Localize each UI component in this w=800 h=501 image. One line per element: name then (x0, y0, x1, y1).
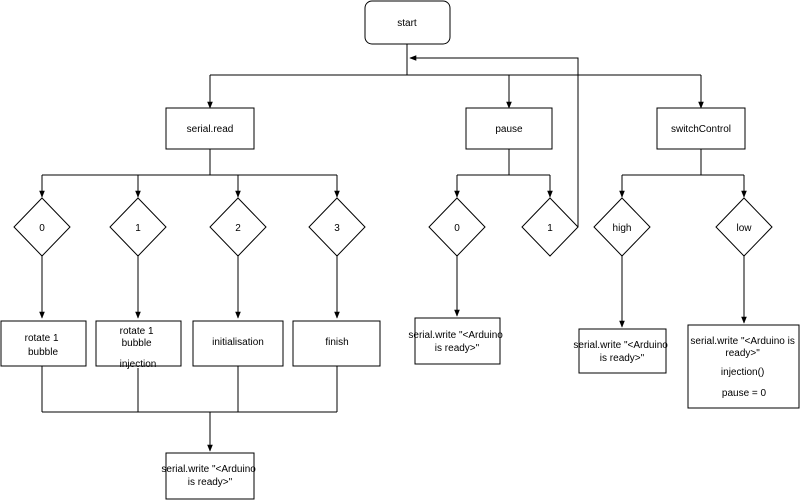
node-rotate-bubble-injection-label: rotate 1 bubble injection (120, 326, 157, 370)
node-serial-write-low-line-2: ready>" (725, 348, 760, 359)
node-initialisation-label: initialisation (212, 337, 264, 348)
decision-case-3: 3 (308, 197, 366, 257)
node-rotate-bubble-injection-line-2: bubble (122, 338, 152, 349)
decision-case-2-label: 2 (235, 223, 241, 234)
decision-pause-1: 1 (521, 197, 579, 257)
node-serial-write-pause-line-2: is ready>" (435, 343, 480, 354)
node-serial-write-high-label: serial.write "<Arduino is ready>" (573, 340, 670, 364)
decision-high-label: high (613, 223, 632, 234)
node-serial-write-pause: serial.write "<Arduino is ready>" (408, 317, 505, 365)
node-serial-write-pause-label: serial.write "<Arduino is ready>" (408, 330, 505, 354)
node-rotate-bubble-line-1: rotate 1 (25, 333, 59, 344)
node-switch-control: switchControl (656, 107, 746, 150)
node-serial-write-high-line-1: serial.write "<Arduino (573, 340, 668, 351)
decision-pause-0: 0 (428, 197, 486, 257)
decision-case-1-label: 1 (135, 223, 141, 234)
node-serial-write-bottom-line-1: serial.write "<Arduino (161, 464, 256, 475)
node-rotate-bubble: rotate 1 bubble (0, 320, 87, 367)
node-serial-write-low-line-1: serial.write "<Arduino is (690, 336, 794, 347)
node-pause: pause (465, 107, 553, 150)
node-serial-write-low: serial.write "<Arduino is ready>" inject… (687, 324, 800, 409)
node-finish-label: finish (325, 337, 348, 348)
edge-pause-1-loop-to-start (409, 55, 579, 227)
decision-low: low (715, 197, 773, 257)
node-serial-write-low-label: serial.write "<Arduino is ready>" inject… (690, 336, 797, 399)
node-serial-read: serial.read (165, 107, 255, 150)
node-pause-label: pause (495, 124, 523, 135)
node-serial-write-bottom-line-2: is ready>" (188, 477, 233, 488)
node-rotate-bubble-injection: rotate 1 bubble injection (95, 320, 182, 370)
node-serial-write-bottom: serial.write "<Arduino is ready>" (161, 452, 258, 500)
decision-case-0-label: 0 (39, 223, 45, 234)
node-serial-write-high: serial.write "<Arduino is ready>" (573, 328, 670, 374)
node-serial-read-label: serial.read (187, 124, 234, 135)
node-serial-write-high-line-2: is ready>" (600, 353, 645, 364)
node-rotate-bubble-label: rotate 1 bubble (25, 333, 62, 358)
node-rotate-bubble-injection-line-1: rotate 1 (120, 326, 154, 337)
node-serial-write-pause-line-1: serial.write "<Arduino (408, 330, 503, 341)
decision-case-0: 0 (13, 197, 71, 257)
decision-high: high (593, 197, 651, 257)
node-serial-write-bottom-label: serial.write "<Arduino is ready>" (161, 464, 258, 488)
edges (39, 44, 747, 452)
node-serial-write-low-line-4: pause = 0 (722, 388, 767, 399)
node-start-label: start (397, 18, 417, 29)
decision-case-2: 2 (209, 197, 267, 257)
node-rotate-bubble-line-2: bubble (28, 347, 58, 358)
node-start: start (364, 0, 451, 45)
node-switch-control-label: switchControl (671, 124, 731, 135)
node-finish: finish (292, 320, 381, 367)
decision-case-1: 1 (109, 197, 167, 257)
decision-pause-0-label: 0 (454, 223, 460, 234)
node-initialisation: initialisation (192, 320, 284, 367)
decision-case-3-label: 3 (334, 223, 340, 234)
node-serial-write-low-line-3: injection() (721, 367, 764, 378)
decision-pause-1-label: 1 (547, 223, 553, 234)
node-rotate-bubble-injection-line-3: injection (120, 359, 157, 370)
decision-low-label: low (736, 223, 752, 234)
